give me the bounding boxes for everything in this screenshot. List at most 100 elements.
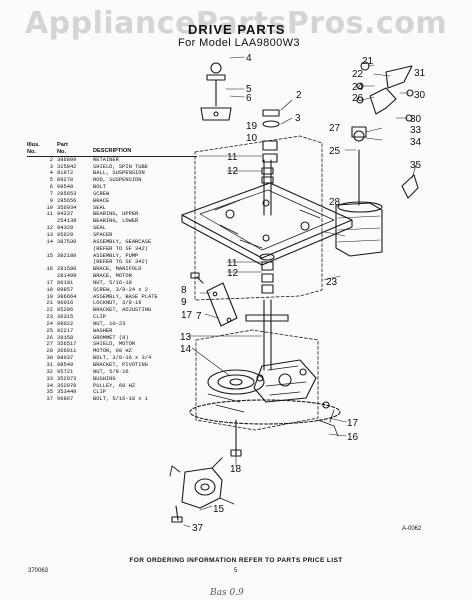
table-divider [27,155,197,157]
part-number: 95721 [57,368,74,375]
page-subtitle: For Model LAA9800W3 [178,37,300,49]
illus-number: 23 [46,314,53,321]
illus-number: 18 [46,286,53,293]
part-number: 85286 [57,307,74,314]
callout-19: 19 [246,121,258,132]
callout-12b: 12 [227,268,239,279]
part-description: GROMMET (8) [93,334,129,341]
callout-5: 5 [246,84,252,95]
col-desc-label: DESCRIPTION [93,148,132,154]
callout-32: 30 [414,90,426,101]
table-row: 19 386664 ASSEMBLY, BASE PLATE [27,294,197,301]
part-number: 386664 [57,293,77,300]
part-description: BOLT, 3/8-16 x 3/4 [93,355,152,362]
callout-17b: 17 [347,418,359,429]
table-row: (REFER TO SF 342) [27,246,197,253]
part-number: 281499 [57,273,77,280]
clip-35 [401,174,419,199]
part-description: NUT, 10-23 [93,320,126,327]
part-number: 285653 [57,190,77,197]
illus-number: 26 [46,334,53,341]
part-description: SCREW, 3/8-24 x 2 [93,286,148,293]
table-row: 281499 BRACE, MOTOR [27,273,197,280]
illus-number: 32 [46,368,53,375]
part-number: 382180 [57,252,77,259]
callout-24: 24 [352,82,364,93]
part-number: 91972 [57,170,74,177]
doc-number: 370063 [28,568,49,574]
callout-14: 14 [180,344,192,355]
callout-4: 4 [246,53,252,64]
part-description: (REFER TO SF 342) [93,259,148,266]
ordering-note: FOR ORDERING INFORMATION REFER TO PARTS … [129,557,343,564]
illus-number: 24 [46,320,53,327]
illus-number: 3 [49,163,53,170]
illus-number: 10 [46,204,53,211]
illus-number: 4 [49,170,53,177]
callout-3: 3 [295,113,301,124]
part-description: BRACE [93,197,110,204]
part-number: 387530 [57,238,77,245]
callout-33: 33 [410,125,422,136]
part-number: 98549 [57,362,74,368]
part-description: (REFER TO SF 342) [93,245,148,252]
handwritten-note: Bas 0.9 [210,588,244,598]
col-part-no-label: No. [57,148,67,155]
part-description: MOTOR, 60 HZ [93,348,132,355]
part-number: 96016 [57,300,74,307]
part-number: 254139 [57,218,77,225]
base-plate [181,182,353,259]
callout-26: 26 [352,93,364,104]
callout-11a: 11 [227,152,238,163]
part-description: BRACE, MOTOR [93,273,132,280]
illus-number: 34 [46,382,53,389]
illus-number: 15 [46,252,53,259]
callout-34: 34 [410,137,422,148]
part-number: 36315 [57,314,74,321]
drawing-number: A-0062 [402,526,422,532]
illus-number [27,259,57,266]
illus-number: 6 [49,184,53,191]
table-row: 26 39158 GROMMET (8) [27,335,197,342]
part-description: BOLT [93,184,106,191]
callout-13: 13 [180,332,192,343]
part-number: 39158 [57,334,74,341]
table-row: (REFER TO SF 342) [27,259,197,266]
part-number: 94237 [57,211,74,218]
callout-22: 22 [352,69,364,80]
callout-15: 15 [213,504,225,515]
illus-number: 19 [46,293,53,300]
part-description: CLIP [93,389,106,396]
water-pump [181,467,223,509]
part-number: 96101 [57,279,74,286]
part-description: SCREW [93,190,110,197]
part-number: 96867 [57,396,74,403]
part-description: ASSEMBLY, BASE PLATE [93,293,158,300]
page-number: 5 [234,568,238,574]
part-number: 285656 [57,197,77,204]
illus-number: 5 [49,177,53,184]
part-number: 353449 [57,389,77,396]
illus-number: 12 [46,225,53,232]
illus-number: 37 [46,396,53,403]
part-number [57,259,93,266]
part-description: BEARING, LOWER [93,218,139,225]
callout-10: 10 [246,133,258,144]
col-no-label: No. [27,148,37,155]
part-description: WASHER [93,327,113,334]
part-number: 89270 [57,177,74,184]
